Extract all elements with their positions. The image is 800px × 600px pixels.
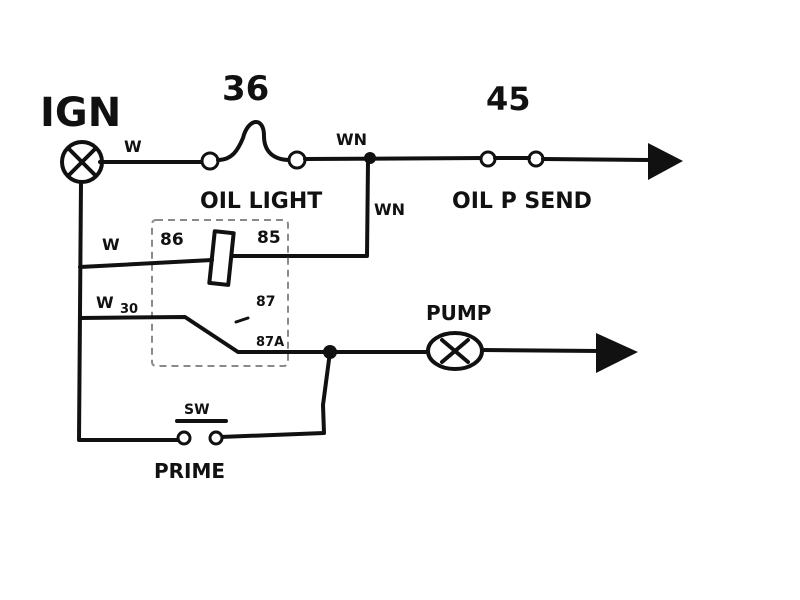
oil-sender-terminal-right	[527, 150, 545, 168]
sender-number: 45	[486, 80, 531, 118]
relay-86-wire-color: W	[102, 235, 120, 254]
oil-sender-label: OIL P SEND	[452, 189, 592, 214]
ign-label: IGN	[40, 90, 121, 136]
wire-oil-light-to-sender	[303, 156, 487, 161]
oil-light-wire-color: WN	[336, 130, 367, 149]
pump-output-arrow	[596, 333, 638, 373]
junction-dot-top	[364, 152, 376, 164]
oil-sender-arrow	[648, 143, 683, 180]
relay-coil	[207, 229, 236, 287]
relay-30-wire-color: W	[96, 293, 114, 312]
oil-sender-terminal-left	[479, 150, 497, 168]
oil-light-label: OIL LIGHT	[200, 189, 322, 214]
prime-label: PRIME	[154, 459, 225, 483]
oil-light-terminal-left	[200, 151, 220, 171]
relay-pin-85: 85	[257, 228, 281, 248]
oil-light-filament	[216, 120, 292, 162]
ign-wire-color: W	[124, 137, 142, 156]
wire-prime-return	[218, 350, 332, 439]
switch-label: SW	[184, 402, 210, 418]
ign-lamp	[60, 140, 104, 184]
wire-to-oil-sender-output	[541, 157, 652, 162]
prime-switch-terminal-left	[176, 430, 192, 446]
wire-coil-feed	[230, 160, 370, 258]
pump-cross-b	[440, 338, 470, 364]
wire-pump-output	[480, 348, 602, 353]
relay-87-contact	[234, 316, 250, 324]
relay-pin-87a: 87A	[256, 335, 284, 350]
relay-box	[151, 219, 289, 367]
relay-pin-87: 87	[256, 294, 275, 310]
coil-feed-wire-color: WN	[374, 200, 405, 219]
oil-light-terminal-right	[287, 150, 307, 170]
relay-pin-30: 30	[120, 302, 138, 317]
prime-switch-terminal-right	[208, 430, 224, 446]
fuse-number: 36	[222, 69, 269, 109]
relay-pin-86: 86	[160, 230, 184, 250]
wire-relay-30-switch	[78, 315, 332, 354]
wire-relay-86	[78, 258, 214, 269]
pump-label: PUMP	[426, 301, 491, 325]
